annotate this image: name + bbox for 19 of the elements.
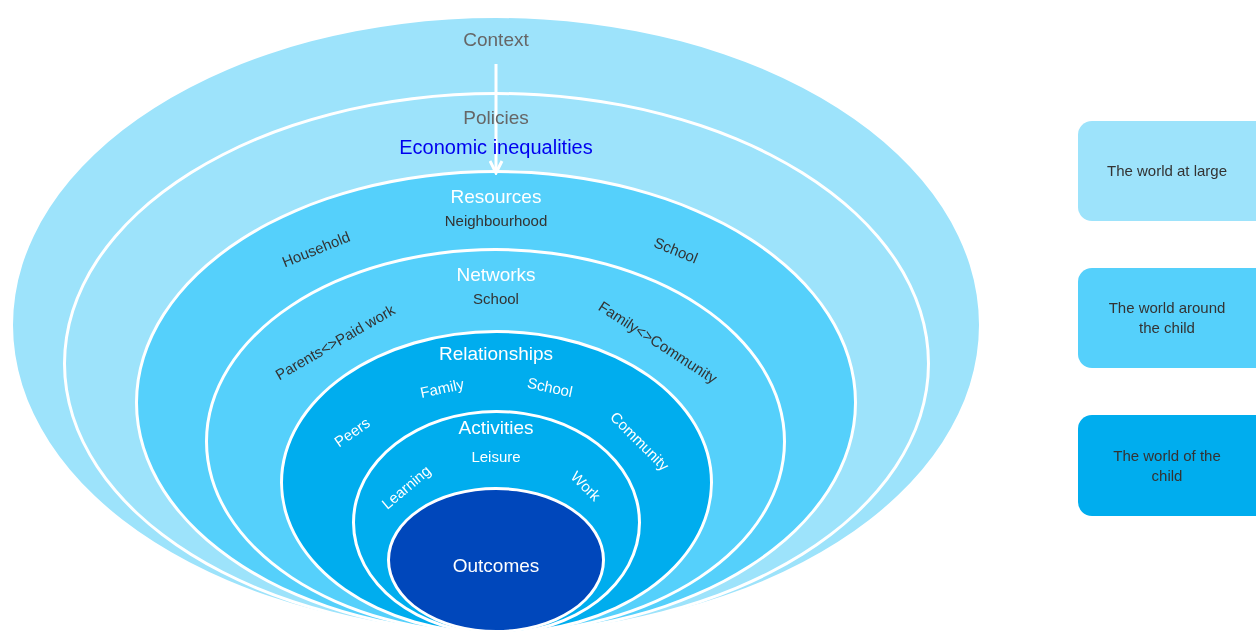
ring-title: Context xyxy=(463,29,529,49)
legend-box xyxy=(1078,121,1256,221)
box-label: The world of the child xyxy=(1112,445,1222,486)
ring-item-label: School xyxy=(526,374,574,400)
ring-item-label: Neighbourhood xyxy=(444,212,548,228)
ring-item-label: Leisure xyxy=(471,448,521,464)
ring-item-label: School xyxy=(473,290,519,306)
legend-box xyxy=(1078,268,1256,368)
ring-title: Resources xyxy=(450,186,542,206)
legend-box xyxy=(1078,415,1256,516)
ring-item-label: Family xyxy=(418,376,466,400)
ring-title: Outcomes xyxy=(452,555,540,575)
box-label: The world around the child xyxy=(1107,298,1227,338)
ring-item-label: School xyxy=(651,234,701,266)
ring-title: Activities xyxy=(458,417,534,437)
box-label: The world at large xyxy=(1105,161,1229,181)
ring-title: Relationships xyxy=(438,343,554,363)
ring-item-label: Economic inequalities xyxy=(399,137,593,157)
ring-title: Networks xyxy=(456,264,536,284)
